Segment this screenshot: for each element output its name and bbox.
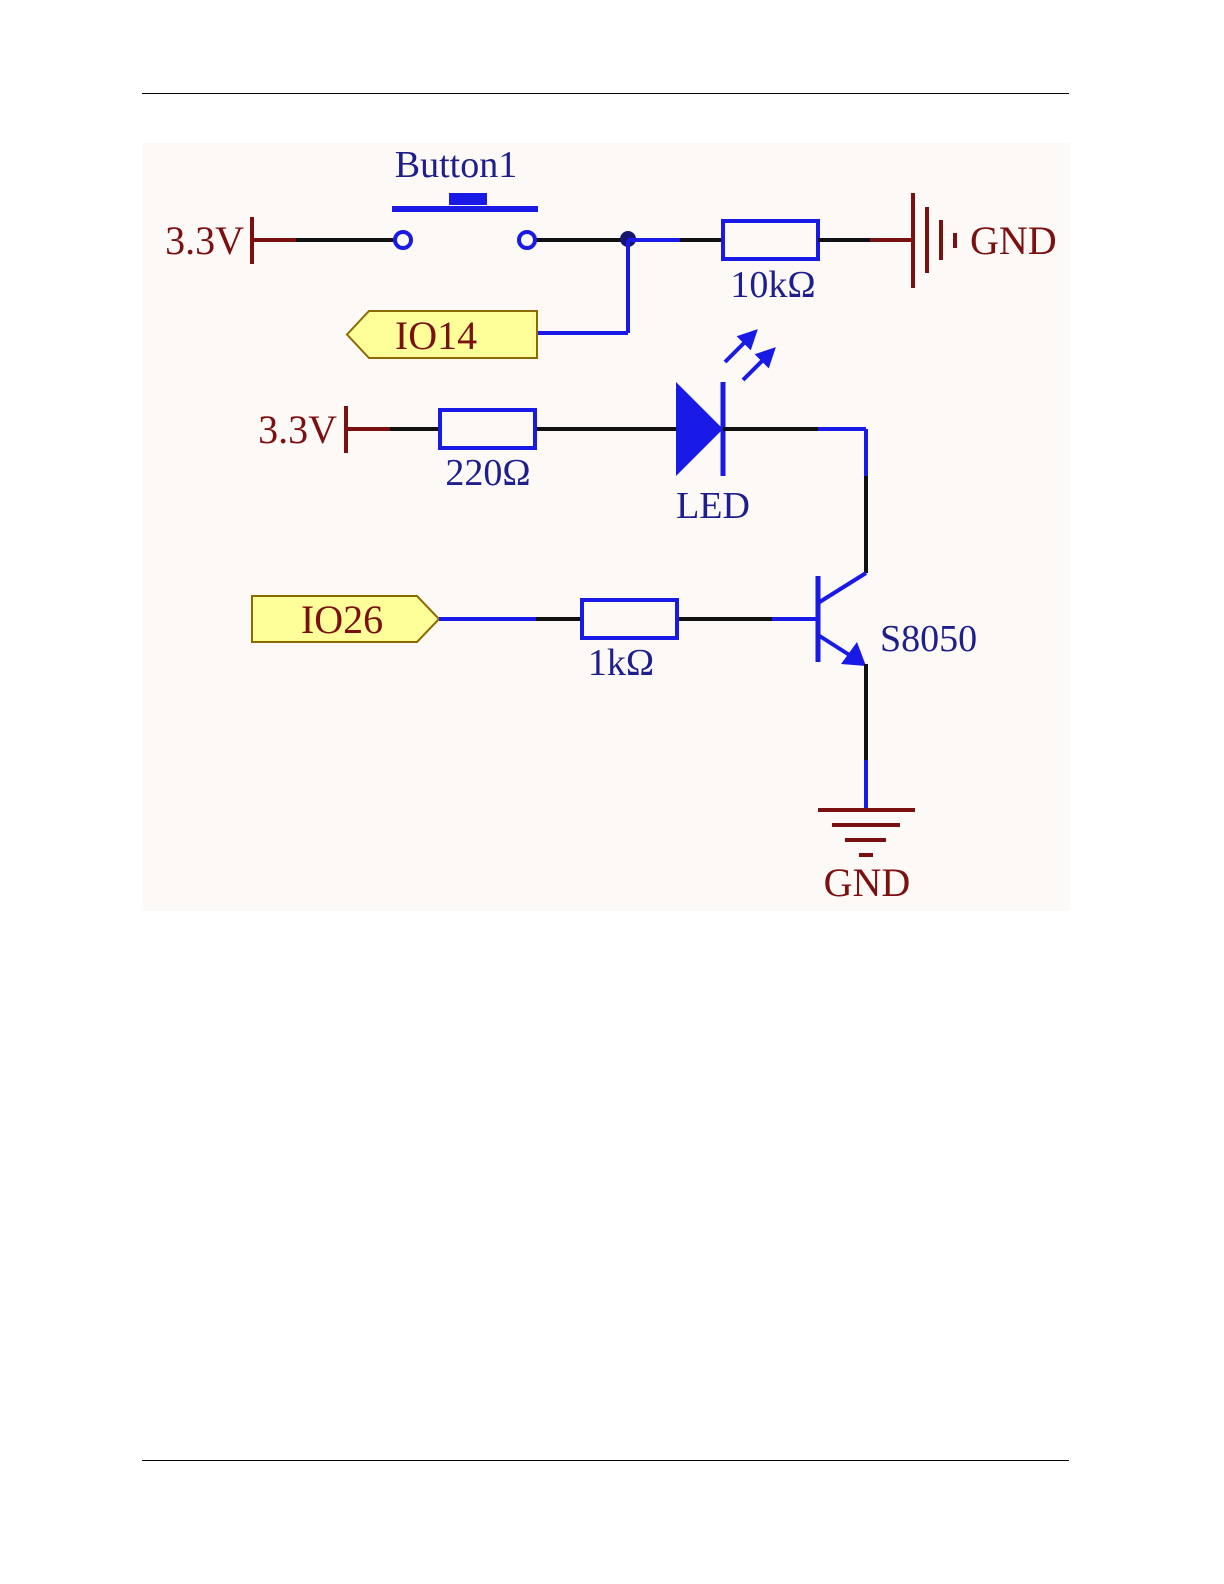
vcc-label-led: 3.3V — [258, 407, 337, 452]
schematic-background — [142, 143, 1070, 911]
resistor-10k-label: 10kΩ — [730, 264, 815, 306]
gnd-label-bottom: GND — [824, 860, 911, 905]
gnd-label-right: GND — [970, 218, 1057, 263]
port-io26-label: IO26 — [301, 597, 383, 642]
led-label: LED — [676, 485, 750, 527]
port-io14-label: IO14 — [395, 313, 477, 358]
header-rule — [142, 93, 1069, 94]
resistor-1k-label: 1kΩ — [588, 642, 654, 684]
resistor-220-label: 220Ω — [445, 452, 530, 494]
button-label: Button1 — [395, 144, 517, 186]
footer-rule — [142, 1460, 1069, 1461]
circuit-schematic: 3.3V Button1 10kΩ GND IO14 3 — [142, 143, 1070, 911]
vcc-label-top: 3.3V — [165, 218, 244, 263]
transistor-label: S8050 — [880, 618, 977, 660]
